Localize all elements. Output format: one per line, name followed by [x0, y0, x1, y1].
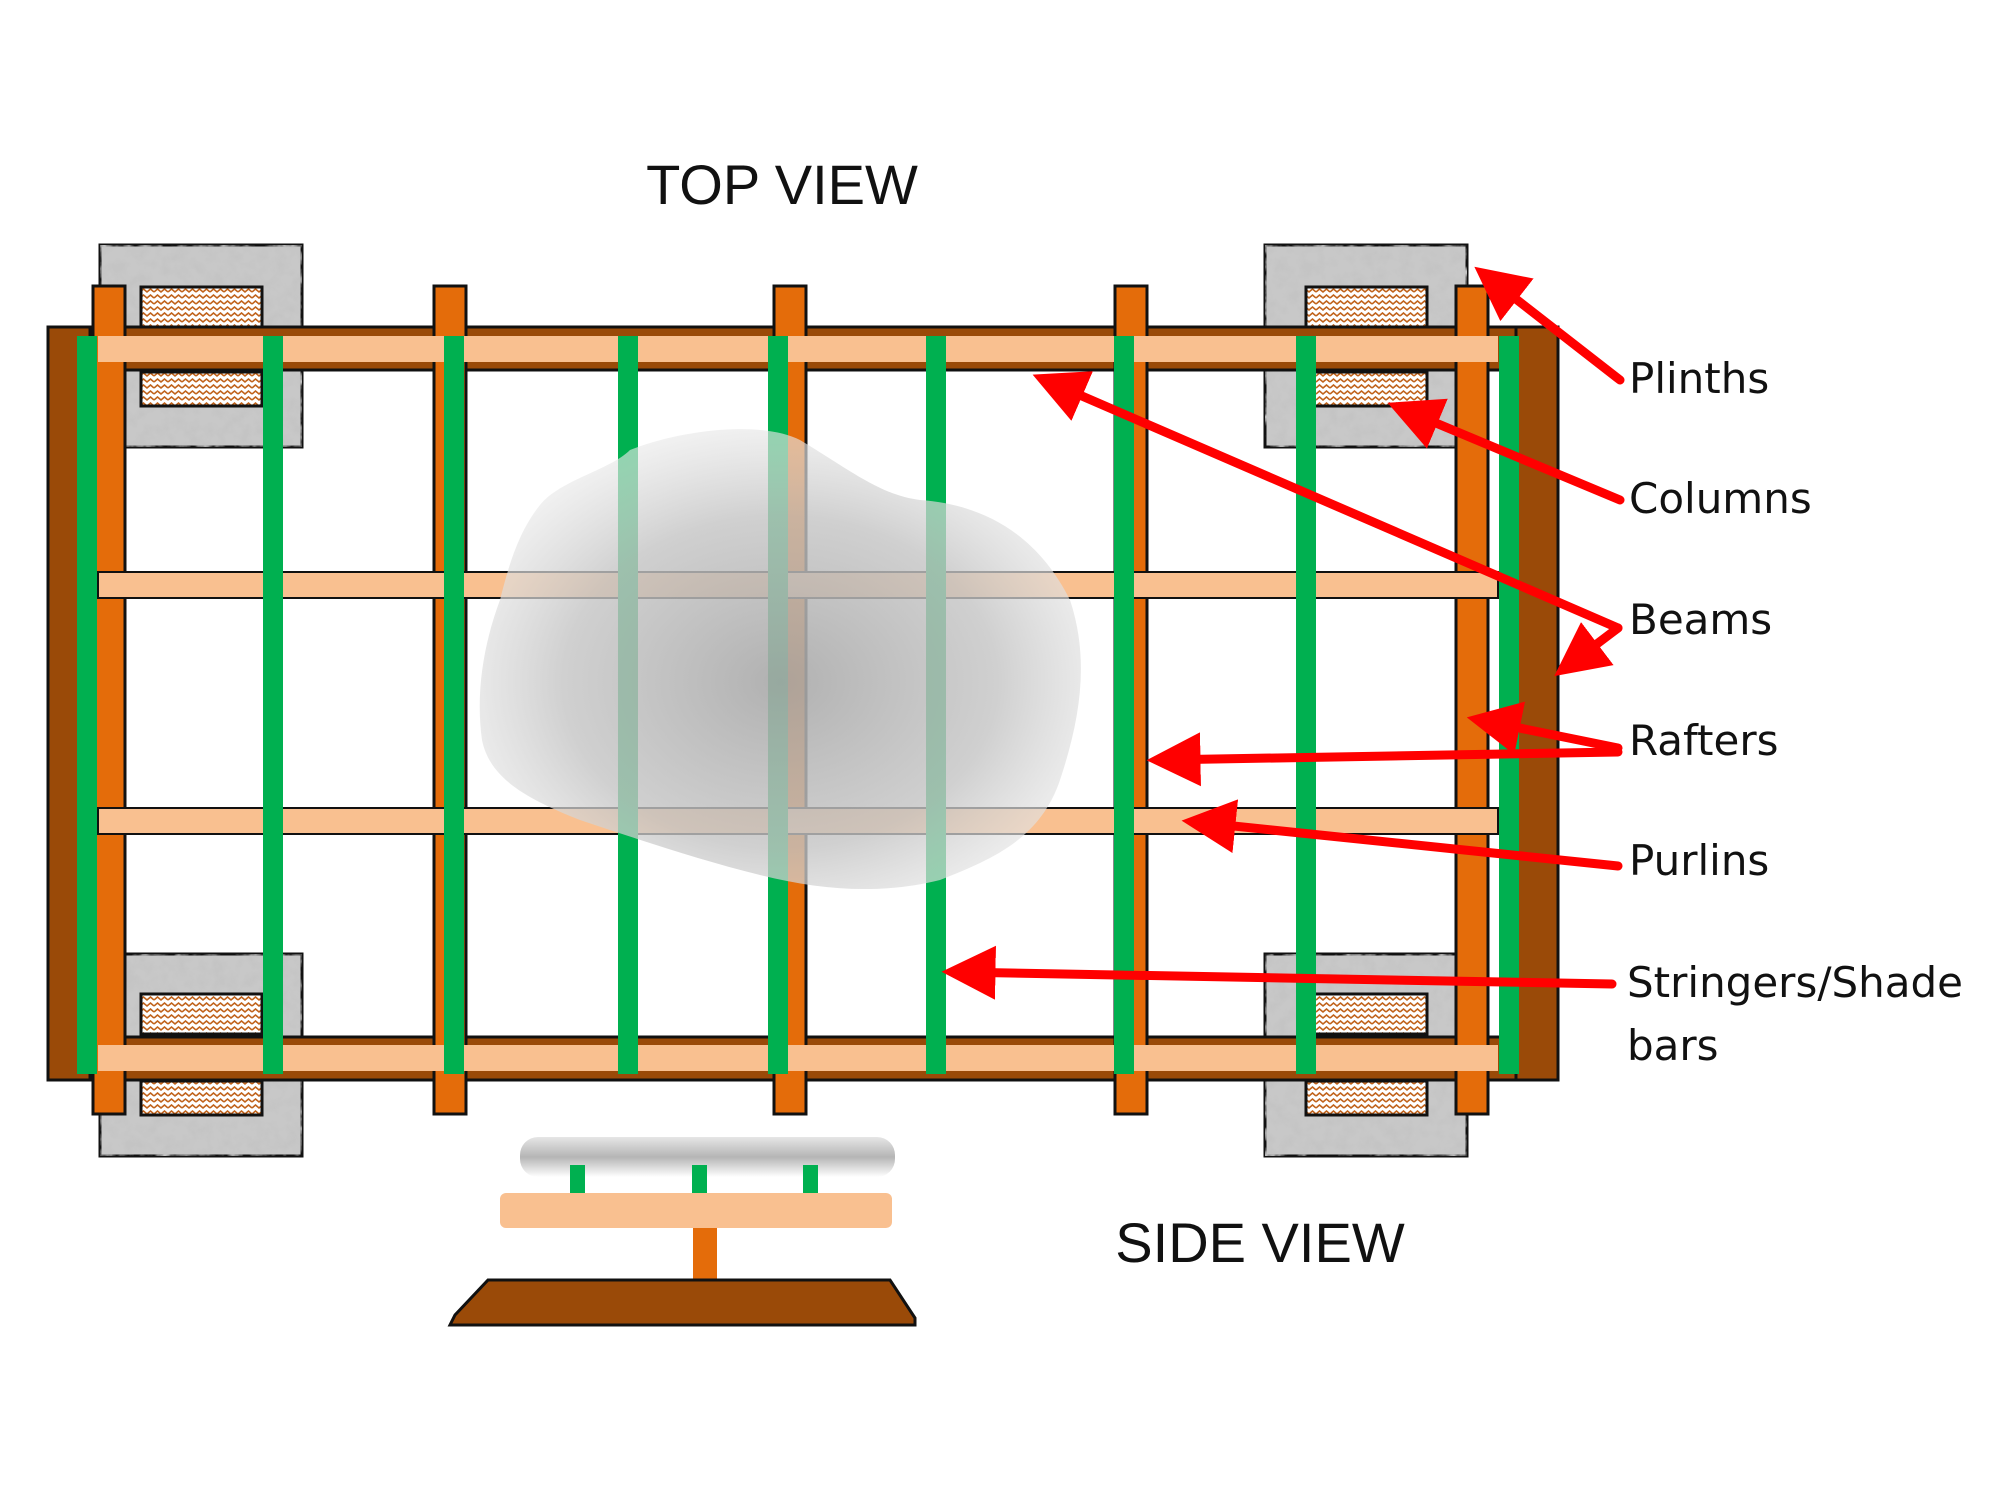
arrow-beams-2 — [1554, 622, 1623, 677]
side-view — [447, 1137, 917, 1327]
label-stringers-bars: bars — [1627, 1021, 1719, 1070]
arrow-purlins — [1181, 799, 1623, 871]
side-beam-base — [447, 1278, 917, 1327]
label-stringers: Stringers/Shade — [1627, 958, 1963, 1007]
side-stringer — [803, 1165, 818, 1193]
top-view-title: TOP VIEW — [646, 153, 918, 216]
side-stringer — [692, 1165, 707, 1193]
arrow-plinths — [1474, 266, 1625, 385]
label-beams: Beams — [1629, 595, 1772, 644]
side-column — [693, 1228, 717, 1280]
label-purlins: Purlins — [1629, 836, 1769, 885]
arrow-rafters-1 — [1466, 701, 1623, 755]
side-purlin — [500, 1193, 892, 1228]
arrow-columns — [1387, 398, 1625, 505]
arrow-rafters-2 — [1146, 732, 1623, 787]
beam-right — [1514, 325, 1560, 1082]
plinth-top-left — [98, 243, 304, 449]
side-shade-cloth — [520, 1137, 895, 1177]
arrows — [941, 266, 1625, 1000]
shade-cloud — [479, 429, 1081, 890]
side-stringer — [570, 1165, 585, 1193]
label-plinths: Plinths — [1629, 354, 1769, 403]
label-rafters: Rafters — [1629, 716, 1779, 765]
arrow-stringers — [941, 945, 1617, 1000]
side-view-title: SIDE VIEW — [1115, 1211, 1405, 1274]
label-columns: Columns — [1629, 474, 1812, 523]
arrow-beams-1 — [1032, 371, 1623, 633]
